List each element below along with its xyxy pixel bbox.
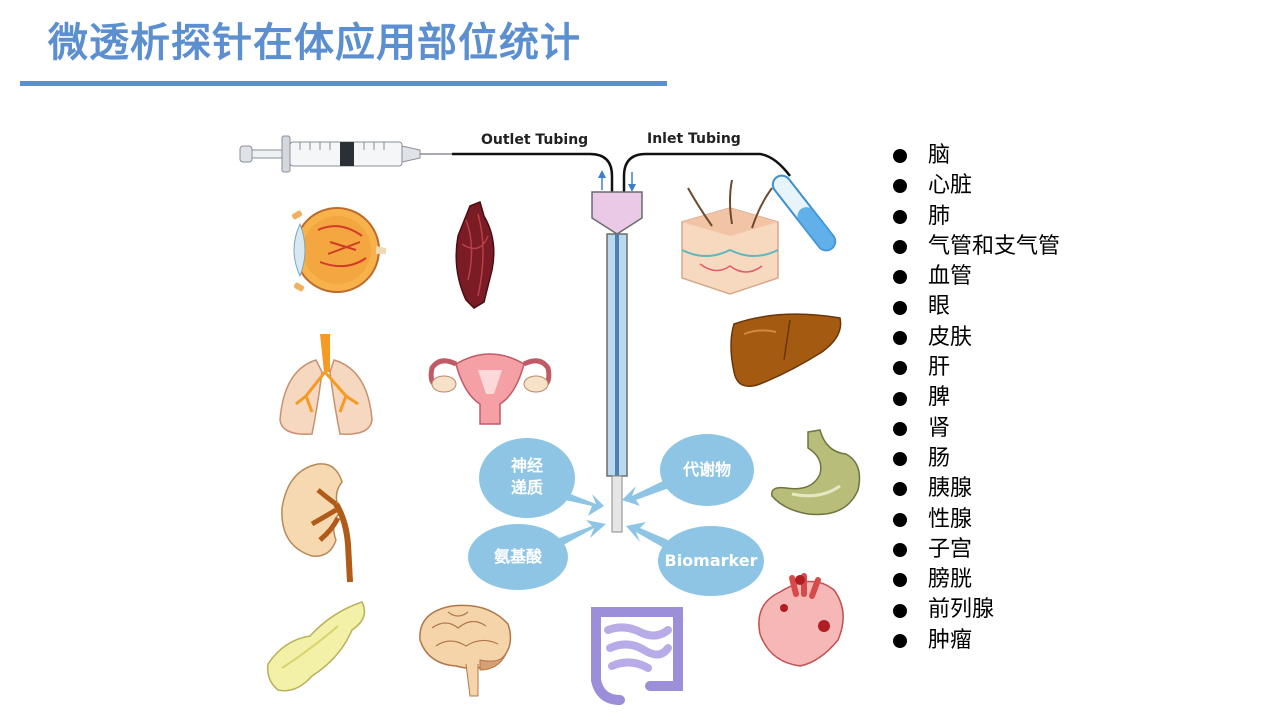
bullet-icon — [893, 391, 907, 406]
application-sites-list: 脑 心脏 肺 气管和支气管 血管 眼 皮肤 肝 脾 肾 肠 胰腺 性腺 子宫 膀… — [893, 141, 1060, 656]
bullet-icon — [893, 543, 907, 557]
analyte-amino-acid: 氨基酸 — [493, 547, 542, 566]
vial-icon — [771, 174, 837, 252]
heart-icon — [758, 573, 844, 667]
bullet-icon — [893, 179, 907, 194]
analyte-diagram — [468, 434, 764, 596]
intestine-icon — [591, 607, 683, 705]
list-item: 肝 — [893, 353, 1060, 383]
lung-icon — [279, 334, 373, 435]
stomach-icon — [771, 429, 861, 516]
bullet-icon — [893, 482, 907, 497]
outlet-tubing-label: Outlet Tubing — [481, 132, 589, 148]
analyte-metabolite: 代谢物 — [682, 460, 731, 479]
bullet-icon — [893, 421, 907, 436]
list-item: 肿瘤 — [893, 626, 1060, 656]
bullet-icon — [893, 361, 907, 376]
liver-icon — [730, 313, 842, 387]
list-item: 心脏 — [893, 171, 1060, 201]
bullet-icon — [893, 573, 907, 588]
bullet-icon — [893, 209, 907, 224]
title-underline — [20, 81, 667, 86]
list-item: 眼 — [893, 292, 1060, 322]
list-item: 肺 — [893, 202, 1060, 232]
list-item: 膀胱 — [893, 565, 1060, 595]
list-item: 性腺 — [893, 505, 1060, 535]
bullet-icon — [893, 240, 907, 255]
list-item: 肠 — [893, 444, 1060, 474]
list-item: 脾 — [893, 383, 1060, 413]
list-item: 胰腺 — [893, 474, 1060, 504]
list-item: 子宫 — [893, 535, 1060, 565]
bullet-icon — [893, 300, 907, 315]
skin-icon — [681, 179, 779, 295]
bullet-icon — [893, 330, 907, 345]
page-title: 微透析探针在体应用部位统计 — [48, 20, 581, 66]
bullet-icon — [893, 633, 907, 648]
eye-icon — [291, 207, 386, 293]
bullet-icon — [893, 512, 907, 527]
syringe-icon — [239, 135, 452, 173]
probe-icon — [591, 170, 643, 533]
pancreas-icon — [266, 601, 366, 692]
list-item: 血管 — [893, 262, 1060, 292]
bullet-icon — [893, 270, 907, 285]
analyte-neurotransmitter: 神经 递质 — [510, 456, 543, 497]
kidney-icon — [281, 463, 353, 583]
list-item: 肾 — [893, 414, 1060, 444]
list-item: 前列腺 — [893, 595, 1060, 625]
list-item: 皮肤 — [893, 323, 1060, 353]
analyte-biomarker: Biomarker — [664, 551, 758, 570]
bullet-icon — [893, 149, 907, 164]
list-item: 气管和支气管 — [893, 232, 1060, 262]
bullet-icon — [893, 603, 907, 618]
bullet-icon — [893, 452, 907, 467]
muscle-icon — [455, 200, 495, 309]
brain-icon — [419, 604, 512, 697]
uterus-icon — [428, 353, 552, 425]
inlet-tubing-label: Inlet Tubing — [647, 131, 741, 147]
list-item: 脑 — [893, 141, 1060, 171]
